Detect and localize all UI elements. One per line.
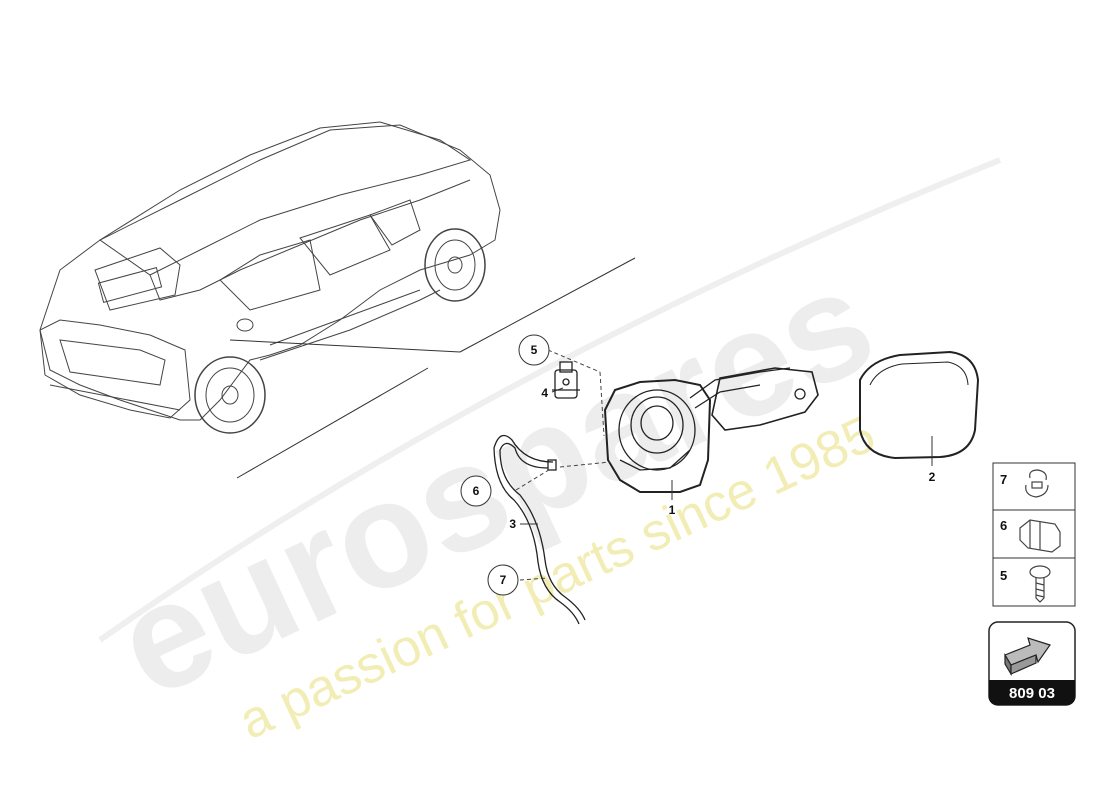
fuel-flap-cover-part <box>859 350 980 460</box>
dashed-connectors <box>515 349 611 581</box>
legend-row-6: 6 <box>1000 518 1061 553</box>
legend-frame <box>992 462 1076 607</box>
callout-5-label: 5 <box>531 343 538 357</box>
diagram-reference-badge: 809 03 <box>988 621 1076 706</box>
legend-row-6-number: 6 <box>1000 518 1007 533</box>
watermark: eurospares a passion for parts since 198… <box>93 157 1002 751</box>
part-4-label: 4 <box>541 386 548 400</box>
callout-7: 7 <box>487 564 519 596</box>
callout-6-label: 6 <box>473 484 480 498</box>
label-leaders <box>520 387 933 525</box>
legend-row-7-number: 7 <box>1000 472 1007 487</box>
hose-clip-icon <box>1025 469 1049 498</box>
direction-arrow-icon <box>1004 637 1051 677</box>
callout-6: 6 <box>460 475 492 507</box>
part-1-label: 1 <box>669 503 676 517</box>
legend-row-5: 5 <box>1000 565 1051 603</box>
legend-row-5-number: 5 <box>1000 568 1007 583</box>
leader-lines <box>229 257 636 479</box>
holder-clip-icon <box>1019 519 1061 553</box>
part-2-label: 2 <box>929 470 936 484</box>
callout-5: 5 <box>518 334 550 366</box>
drain-hose-part <box>493 434 586 625</box>
callout-7-label: 7 <box>500 573 507 587</box>
screw-icon <box>1029 565 1051 603</box>
part-3-label: 3 <box>509 517 516 531</box>
reference-code: 809 03 <box>1009 685 1055 702</box>
legend-row-7: 7 <box>1000 469 1049 498</box>
small-parts-legend: 7 6 5 <box>992 462 1076 607</box>
fuel-filler-housing-part <box>603 367 819 493</box>
vehicle-overview-drawing <box>39 121 501 434</box>
